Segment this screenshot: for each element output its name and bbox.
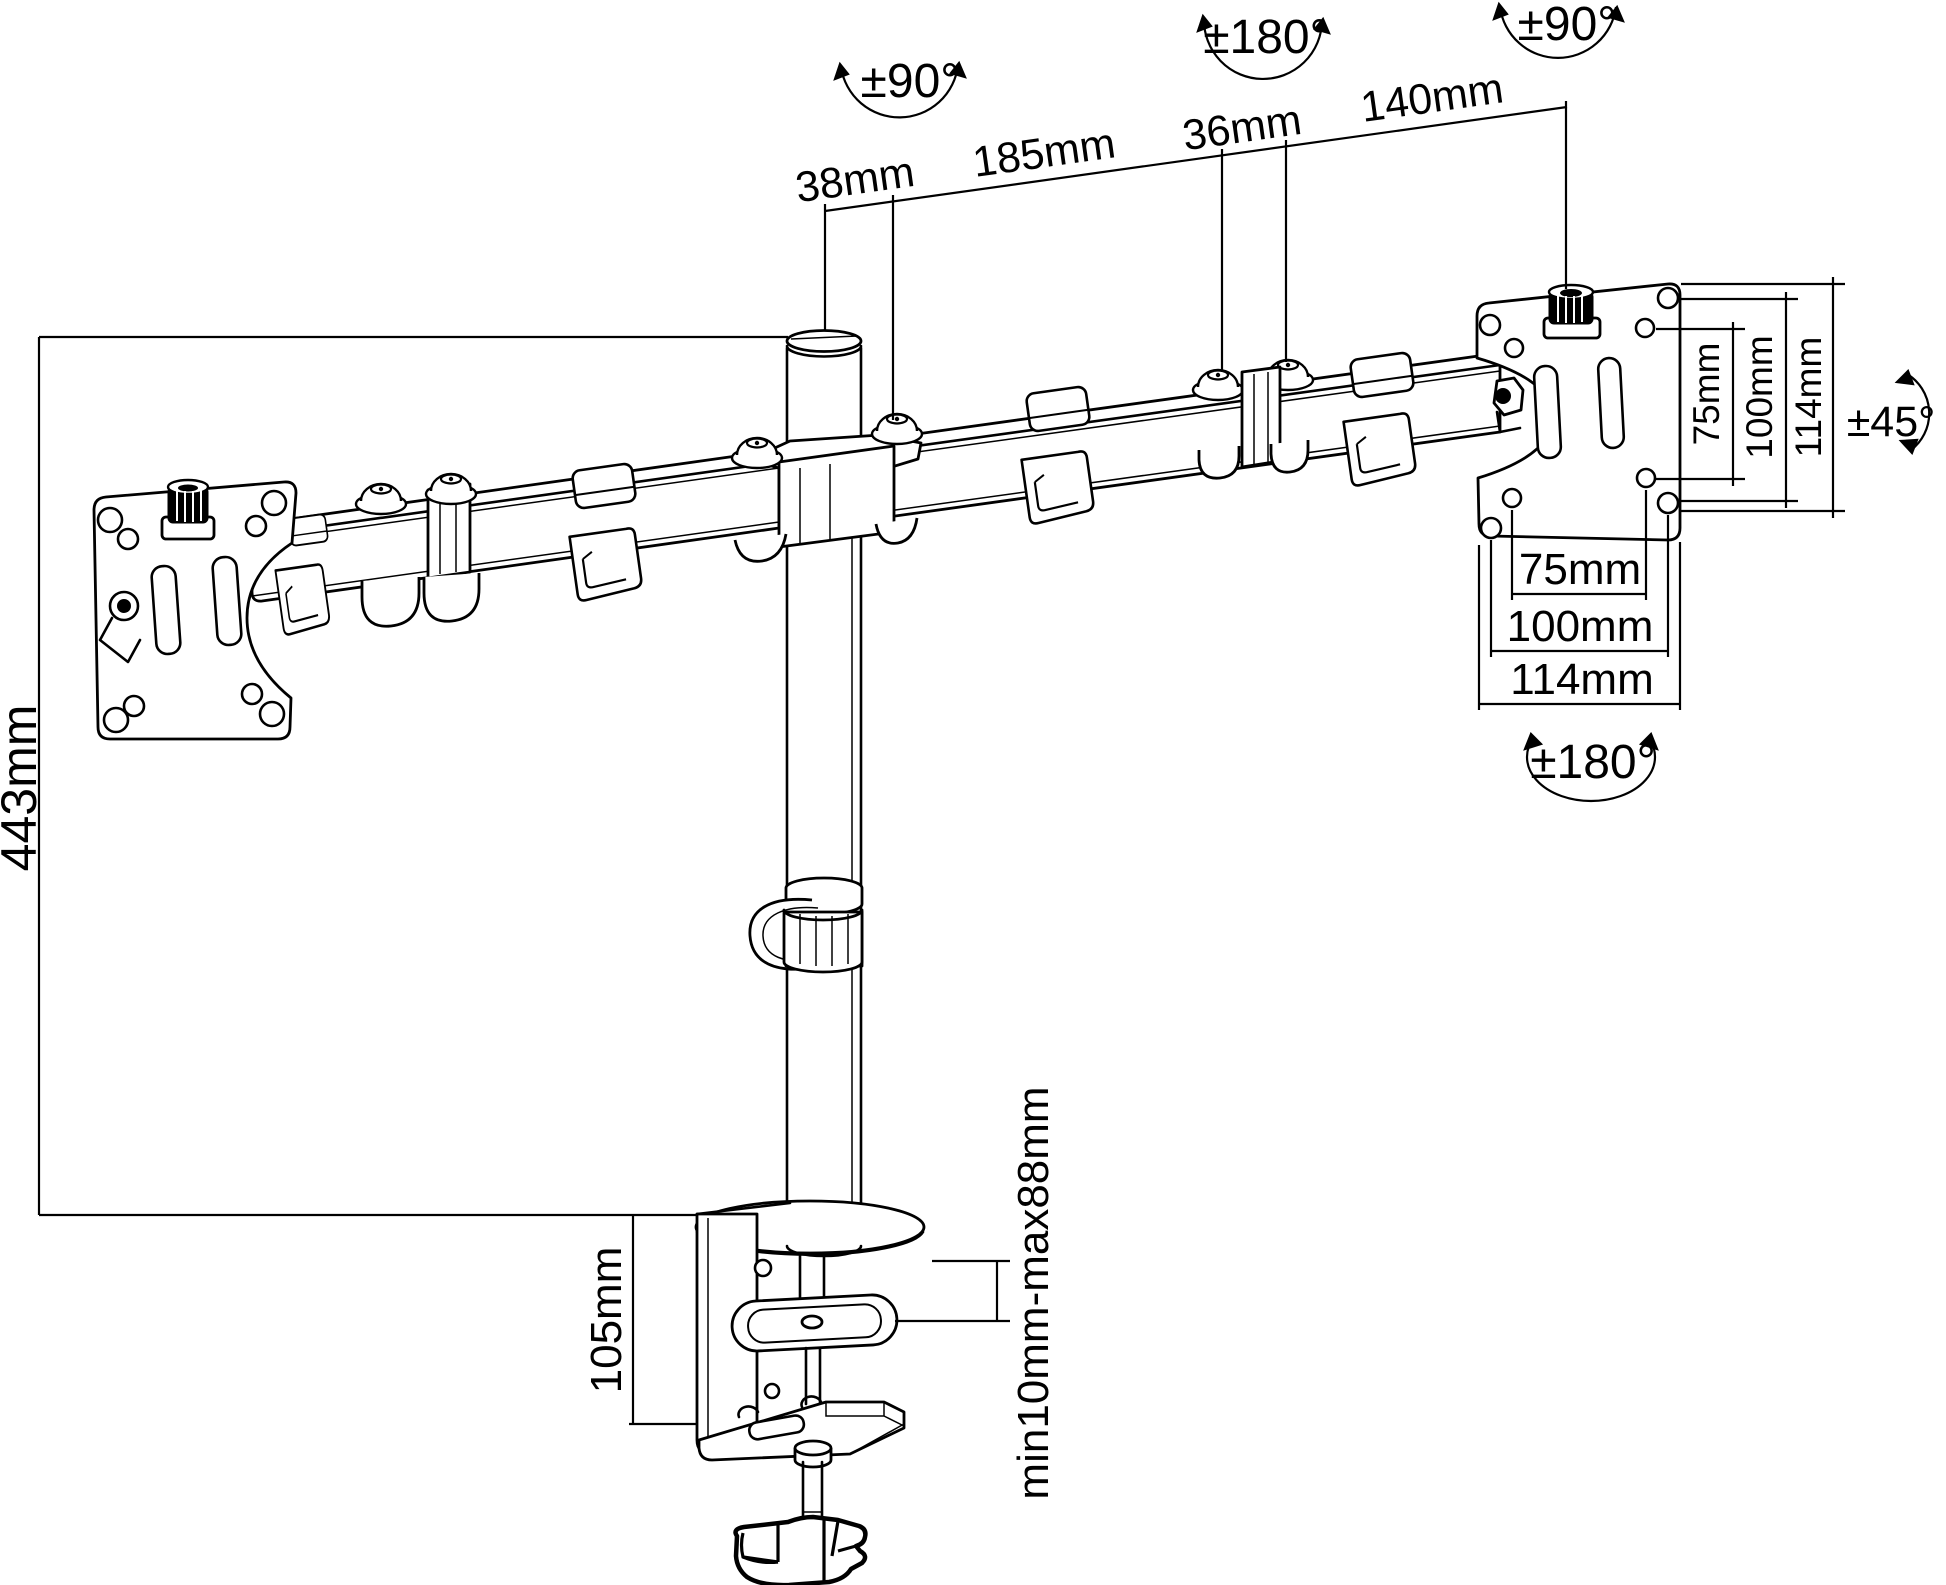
svg-text:443mm: 443mm <box>0 705 47 872</box>
svg-text:±180°: ±180° <box>1530 736 1656 789</box>
svg-text:114mm: 114mm <box>1788 337 1829 458</box>
svg-text:75mm: 75mm <box>1519 545 1641 594</box>
svg-text:±45°: ±45° <box>1847 398 1936 446</box>
svg-text:±90°: ±90° <box>861 55 960 108</box>
svg-text:±180°: ±180° <box>1203 11 1329 64</box>
svg-text:±90°: ±90° <box>1518 0 1617 51</box>
svg-text:75mm: 75mm <box>1686 343 1727 446</box>
svg-text:100mm: 100mm <box>1507 602 1654 651</box>
svg-text:100mm: 100mm <box>1739 335 1780 458</box>
svg-text:min10mm-max88mm: min10mm-max88mm <box>1009 1086 1058 1499</box>
svg-text:105mm: 105mm <box>582 1247 631 1394</box>
svg-text:114mm: 114mm <box>1510 655 1653 704</box>
